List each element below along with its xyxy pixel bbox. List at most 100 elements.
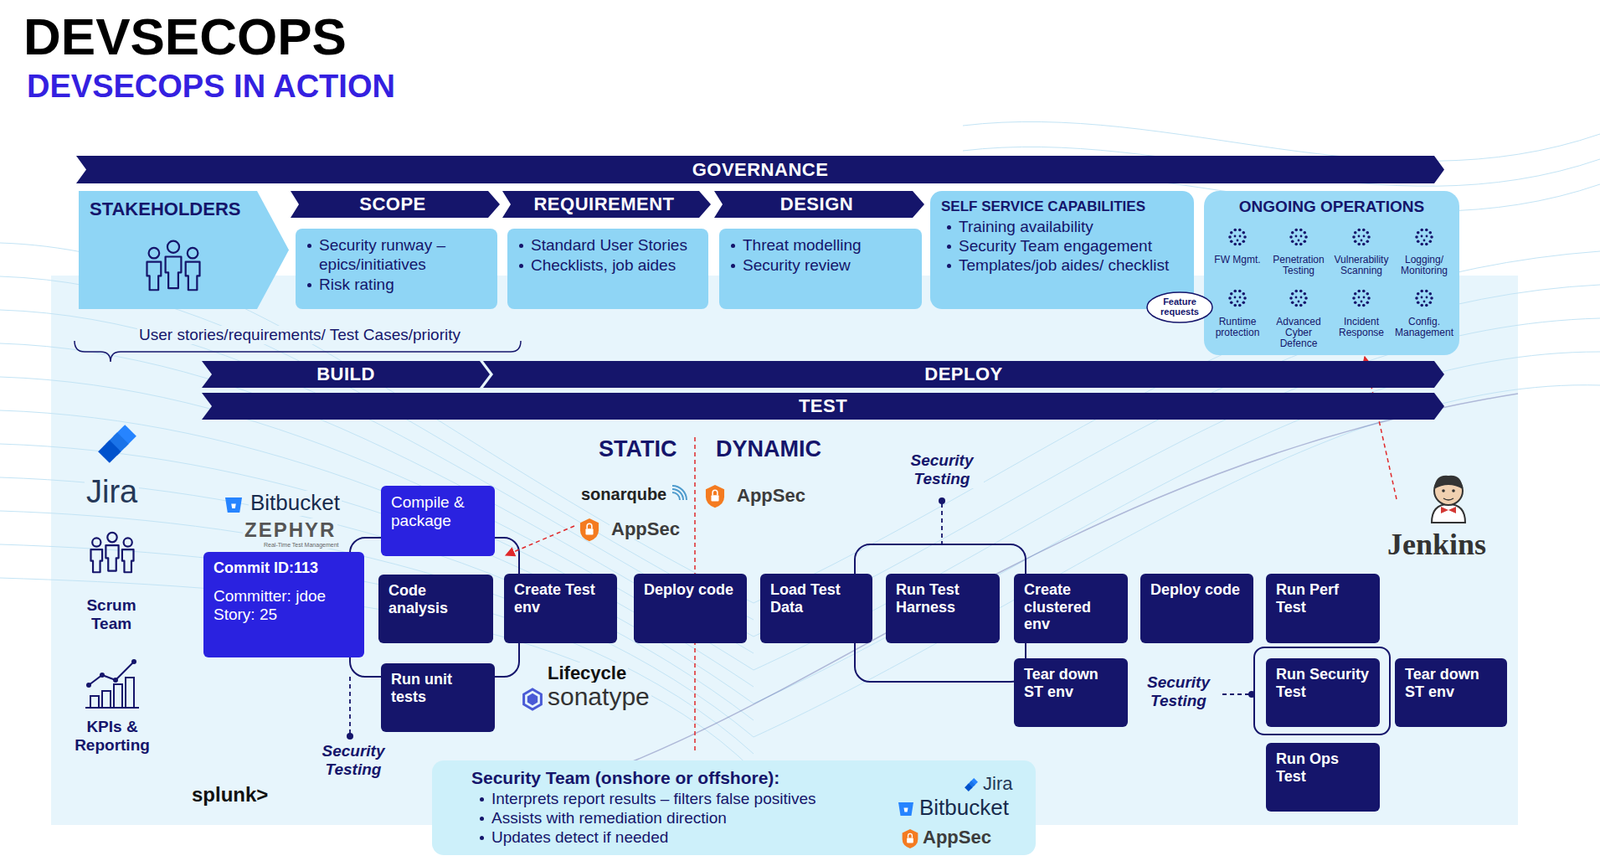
operations-icon: [1357, 242, 1361, 247]
operations-icon: [1302, 292, 1307, 296]
sonatype-icon: [524, 689, 542, 710]
arrow-band: DEPLOY: [483, 360, 1445, 388]
operations-icon: [1229, 300, 1234, 304]
operations-icon: [1239, 296, 1242, 299]
operations-icon: [1233, 242, 1237, 247]
band-label: TEST: [798, 395, 848, 417]
operations-icon: [1428, 292, 1432, 296]
operations-icon: [1304, 235, 1308, 239]
kpi-chart-icon: [85, 658, 139, 708]
operations-icon: [1428, 300, 1432, 304]
operations-icon: [1353, 292, 1358, 296]
operations-icon: [1362, 228, 1366, 232]
bullet-item: Threat modelling: [725, 236, 918, 256]
operations-icon: [1299, 228, 1303, 232]
operations-icon: [1294, 228, 1298, 232]
panel-heading: Security Team (onshore or offshore):: [471, 767, 899, 788]
appsec-shield-icon: [580, 518, 599, 541]
step-label: Compile & package: [390, 493, 487, 530]
operations-icon: [1233, 228, 1237, 232]
role-label: KPIs & Reporting: [66, 717, 159, 755]
band-label: BUILD: [316, 363, 376, 386]
kpi-chart-icon: [86, 682, 92, 688]
operation-label: Vulnerability Scanning: [1330, 254, 1393, 277]
operations-icon: [1430, 235, 1434, 239]
appsec-shield-icon: [908, 833, 913, 838]
operations-icon: [1238, 242, 1242, 247]
operations-icon: [1299, 303, 1303, 308]
operations-icon: [1353, 231, 1358, 235]
step-label: Run Ops Test: [1275, 750, 1372, 785]
wave-lines: [0, 376, 754, 670]
chevron-header: [290, 190, 500, 218]
person-icon: [90, 537, 103, 572]
operations-icon: [1358, 296, 1361, 299]
kpi-chart-icon: [131, 658, 137, 664]
tool-logo-text: sonarqube: [579, 484, 669, 505]
operation-label: Advanced Cyber Defence: [1267, 316, 1330, 350]
step-label: Code analysis: [388, 581, 485, 617]
sonatype-icon: [528, 694, 536, 705]
bitbucket-icon: [231, 503, 237, 509]
bitbucket-icon: [903, 807, 908, 813]
person-icon: [167, 241, 180, 253]
appsec-shield-icon: [586, 523, 592, 529]
jira-icon: [964, 777, 978, 792]
callout-ellipse: Feature requests: [1146, 291, 1214, 324]
bitbucket-icon: [225, 497, 242, 513]
operations-icon: [1233, 289, 1237, 294]
operations-icon: [1300, 296, 1303, 299]
jira-icon: [97, 440, 121, 464]
operations-icon: [1365, 300, 1369, 304]
operations-icon: [1236, 300, 1240, 304]
person-icon: [122, 537, 134, 572]
kpi-chart-icon: [113, 677, 119, 683]
chevron-header: [502, 190, 711, 218]
operations-icon: [1241, 239, 1246, 243]
leader-dot: [346, 732, 354, 740]
tool-logo-text: AppSec: [922, 827, 992, 848]
process-box-shape: [1394, 658, 1508, 727]
bullet-item: Security review: [725, 256, 918, 276]
operations-icon: [1363, 235, 1366, 238]
process-box-shape: [1265, 742, 1380, 812]
person-icon: [165, 257, 182, 289]
operations-icon: [1360, 239, 1364, 242]
arrow-band: TEST: [201, 392, 1445, 420]
operations-icon: [1365, 292, 1369, 296]
appsec-shield-icon: [705, 484, 725, 508]
tool-logo-text: Jira: [84, 473, 139, 511]
operations-icon: [1228, 235, 1232, 239]
panel-heading: SCOPE: [290, 190, 500, 218]
operations-icon: [1414, 296, 1419, 300]
operations-icon: [1291, 300, 1295, 304]
operations-icon: [1297, 300, 1301, 304]
step-label: Commit ID:113: [213, 559, 356, 577]
jira-icon: [964, 782, 973, 792]
person-icon: [105, 532, 119, 572]
jira-icon: [97, 424, 137, 464]
process-box: Create clustered env: [1013, 573, 1128, 644]
chevron-panel-shape: [78, 190, 289, 309]
sonarqube-icon: [672, 485, 687, 500]
operations-icon: [1420, 235, 1424, 238]
team-note-box: Security Team (onshore or offshore):Inte…: [432, 760, 1036, 855]
feedback-arrow: [505, 525, 575, 556]
process-box: Load Test Data: [760, 573, 873, 644]
operations-icon: [1358, 235, 1361, 238]
operations-icon: [1428, 239, 1432, 243]
step-label: Committer: jdoe: [213, 586, 356, 606]
chevron-header: [714, 190, 925, 218]
process-box-shape: [885, 573, 1000, 644]
operation-label: Incident Response: [1330, 316, 1393, 339]
logo-icons: [85, 424, 1466, 710]
operations-icon: [1297, 239, 1301, 242]
stakeholder-panel: STAKEHOLDERS: [78, 190, 289, 309]
leader-line: [941, 503, 943, 545]
operations-icon: [1289, 228, 1308, 247]
process-box: Run Ops Test: [1265, 742, 1380, 812]
process-box: Tear down ST env: [1013, 658, 1128, 727]
person-icon: [123, 537, 133, 546]
arrow-band-shape: [483, 360, 1445, 388]
tool-logo-text: splunk>: [190, 782, 270, 807]
